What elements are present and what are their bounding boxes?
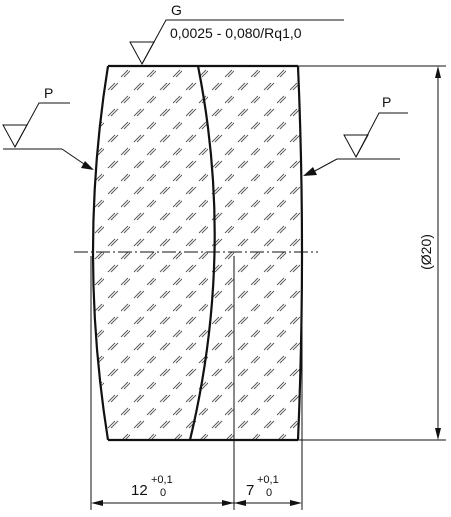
thickness-2-nominal: 7	[246, 482, 254, 499]
right-surface-symbol-leg	[355, 112, 408, 158]
diameter-arrow-bottom	[435, 428, 441, 440]
diameter-label: (Ø20)	[418, 234, 434, 270]
top-surface-spec: 0,0025 - 0,080/Rq1,0	[170, 25, 302, 41]
top-surface-symbol-leg	[141, 19, 344, 65]
top-surface-letter: G	[171, 2, 182, 18]
right-surface-leader-diagonal	[312, 158, 338, 173]
right-surface-letter: P	[382, 94, 391, 110]
top-surface-symbol	[129, 41, 155, 66]
right-surface-symbol	[343, 134, 369, 159]
thickness-1-upper-tolerance: +0,1	[151, 474, 173, 486]
left-surface-symbol-leg	[14, 102, 70, 148]
thickness-1-arrow-left	[91, 500, 103, 506]
right-surface-leader-arrow	[303, 167, 317, 176]
thickness-2-arrow-right	[290, 500, 302, 506]
lens-1-left-surface	[91, 65, 110, 441]
thickness-2-lower-tolerance: 0	[266, 487, 272, 499]
lens-2-right-surface	[296, 65, 304, 441]
left-surface-leader-arrow	[81, 161, 94, 170]
lens-2-hatching	[190, 66, 302, 440]
diameter-arrow-top	[435, 66, 441, 78]
thickness-2-upper-tolerance: +0,1	[257, 474, 279, 486]
thickness-1-nominal: 12	[131, 482, 148, 499]
thickness-1-lower-tolerance: 0	[160, 487, 166, 499]
cemented-interface	[188, 65, 216, 441]
left-surface-symbol	[2, 124, 28, 149]
left-surface-leader-diagonal	[61, 148, 85, 165]
lens-1-hatching	[93, 66, 215, 440]
left-surface-letter: P	[44, 85, 53, 101]
thickness-1-arrow-right	[222, 500, 234, 506]
thickness-2-arrow-left	[234, 500, 246, 506]
